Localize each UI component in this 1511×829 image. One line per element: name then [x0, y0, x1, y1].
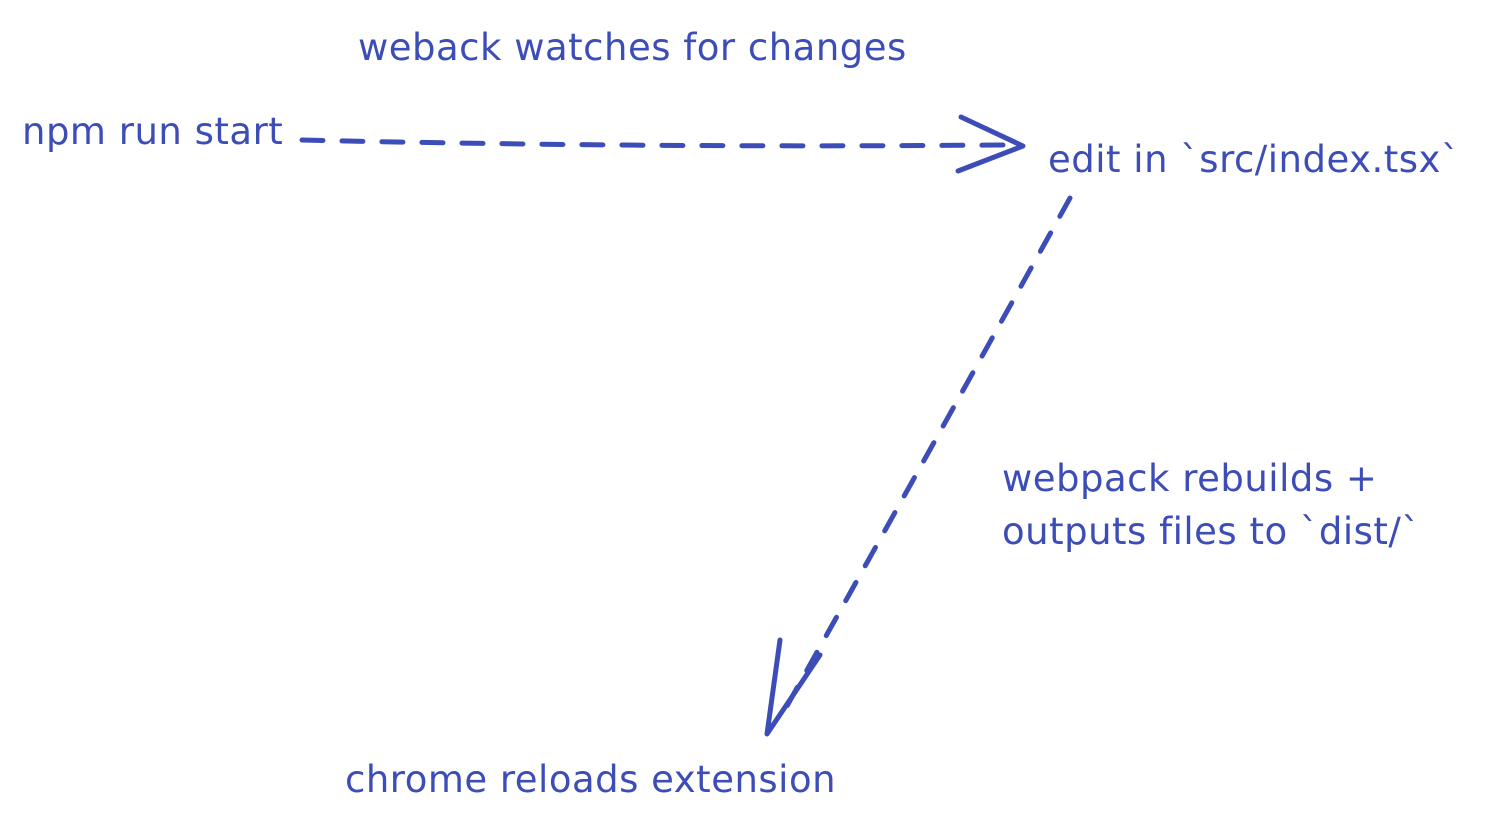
note-webpack-rebuilds: webpack rebuilds + outputs files to `dis…: [1002, 452, 1420, 558]
arrowhead-right-icon: [955, 114, 1026, 174]
note-webpack-watches: weback watches for changes: [358, 26, 907, 69]
node-edit-src-index: edit in `src/index.tsx`: [1048, 138, 1460, 181]
node-chrome-reloads-extension: chrome reloads extension: [345, 758, 837, 801]
note-webpack-rebuilds-line1: webpack rebuilds +: [1002, 457, 1378, 500]
dashed-arrow-shaft: [299, 137, 1006, 149]
arrowhead-down-left-icon: [764, 637, 823, 737]
node-npm-run-start: npm run start: [22, 110, 284, 153]
arrow-npm-to-edit: [299, 114, 1026, 174]
note-webpack-rebuilds-line2: outputs files to `dist/`: [1002, 510, 1421, 553]
